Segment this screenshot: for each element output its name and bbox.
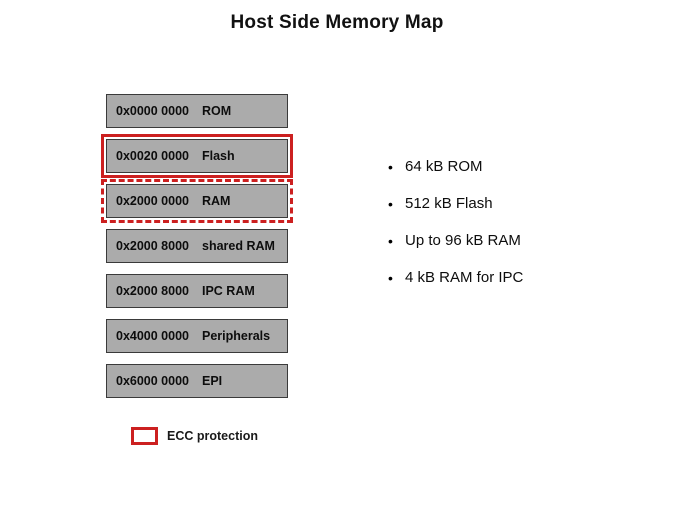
list-item: • 64 kB ROM	[388, 157, 638, 194]
ecc-protection-swatch-icon	[131, 427, 158, 445]
list-item-label: Up to 96 kB RAM	[405, 232, 521, 249]
memory-block-body: 0x6000 0000 EPI	[106, 364, 288, 398]
bullet-point-icon: •	[388, 270, 393, 286]
specs-bullet-list: • 64 kB ROM • 512 kB Flash • Up to 96 kB…	[388, 157, 638, 305]
list-item-label: 4 kB RAM for IPC	[405, 269, 524, 286]
memory-block-label: Flash	[202, 149, 235, 163]
legend-label: ECC protection	[167, 429, 258, 443]
memory-block-address: 0x2000 0000	[116, 194, 189, 208]
legend: ECC protection	[131, 427, 258, 445]
memory-block-peripherals: 0x4000 0000 Peripherals	[106, 319, 288, 353]
bullet-point-icon: •	[388, 233, 393, 249]
memory-block-label: RAM	[202, 194, 231, 208]
list-item-label: 512 kB Flash	[405, 195, 493, 212]
bullet-point-icon: •	[388, 159, 393, 175]
memory-block-body: 0x2000 8000 shared RAM	[106, 229, 288, 263]
list-item-label: 64 kB ROM	[405, 158, 483, 175]
memory-block-body: 0x2000 8000 IPC RAM	[106, 274, 288, 308]
memory-block-body: 0x0020 0000 Flash	[106, 139, 288, 173]
memory-block-label: shared RAM	[202, 239, 275, 253]
page-title: Host Side Memory Map	[230, 12, 444, 33]
memory-block-label: ROM	[202, 104, 232, 118]
memory-block-address: 0x2000 8000	[116, 239, 189, 253]
memory-block-rom: 0x0000 0000 ROM	[106, 94, 288, 128]
memory-block-shared-ram: 0x2000 8000 shared RAM	[106, 229, 288, 263]
memory-block-body: 0x2000 0000 RAM	[106, 184, 288, 218]
memory-block-body: 0x0000 0000 ROM	[106, 94, 288, 128]
memory-block-label: Peripherals	[202, 329, 271, 343]
memory-block-address: 0x6000 0000	[116, 374, 189, 388]
memory-block-ipc-ram: 0x2000 8000 IPC RAM	[106, 274, 288, 308]
memory-map-diagram: 0x0000 0000 ROM 0x0020 0000 Flash 0x2000…	[101, 94, 293, 409]
memory-block-label: IPC RAM	[202, 284, 255, 298]
memory-block-flash: 0x0020 0000 Flash	[101, 134, 293, 178]
memory-block-label: EPI	[202, 374, 223, 388]
memory-block-ram: 0x2000 0000 RAM	[101, 179, 293, 223]
memory-block-address: 0x0000 0000	[116, 104, 189, 118]
memory-block-address: 0x0020 0000	[116, 149, 189, 163]
bullet-point-icon: •	[388, 196, 393, 212]
list-item: • Up to 96 kB RAM	[388, 231, 638, 268]
memory-block-address: 0x4000 0000	[116, 329, 189, 343]
memory-block-epi: 0x6000 0000 EPI	[106, 364, 288, 398]
memory-block-body: 0x4000 0000 Peripherals	[106, 319, 288, 353]
list-item: • 4 kB RAM for IPC	[388, 268, 638, 305]
list-item: • 512 kB Flash	[388, 194, 638, 231]
memory-block-address: 0x2000 8000	[116, 284, 189, 298]
